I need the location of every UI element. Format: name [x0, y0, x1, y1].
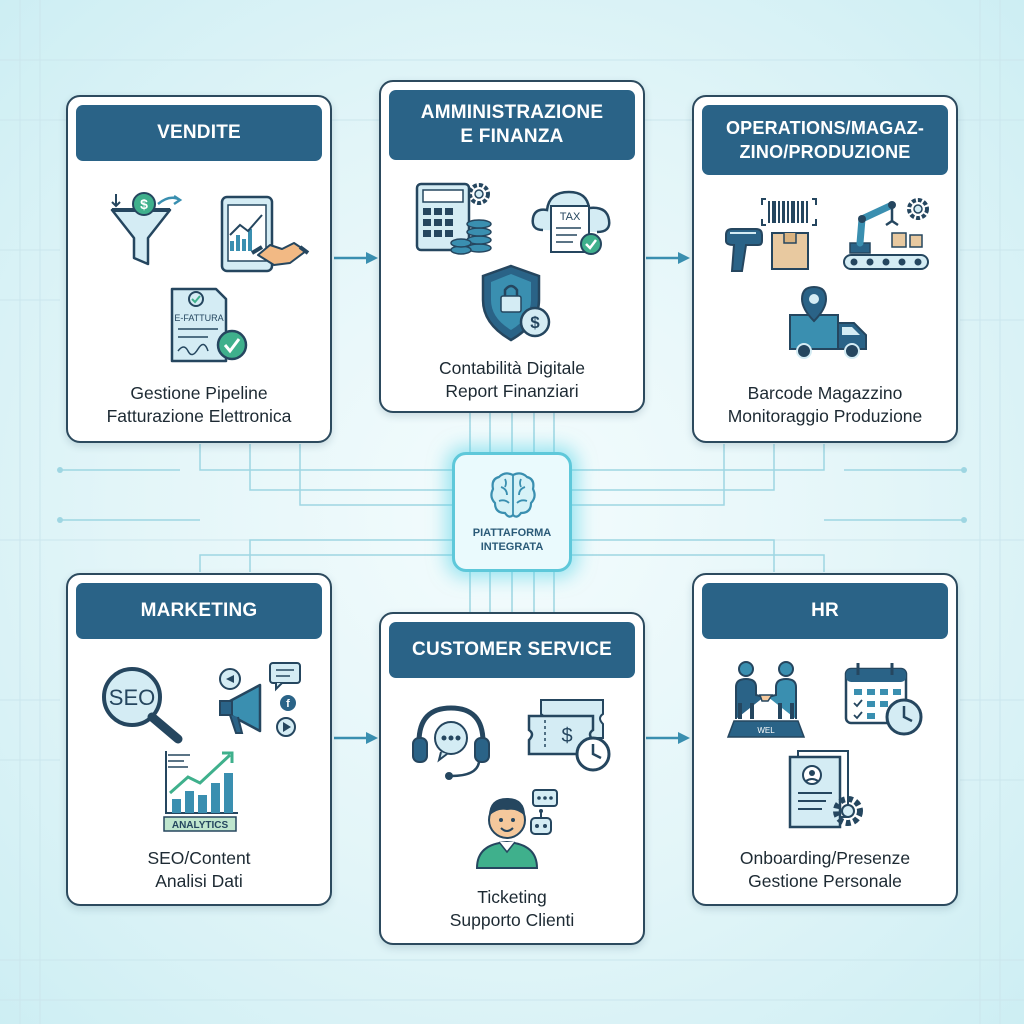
card-header-customer: CUSTOMER SERVICE	[389, 622, 635, 678]
arrow-customer-to-hr	[646, 732, 690, 744]
card-title-line-2: ZINO/PRODUZIONE	[739, 142, 911, 162]
card-title-line-2: E FINANZA	[460, 126, 564, 147]
seo-magnifier-icon: SEO	[102, 667, 183, 744]
invoice-label: E-FATTURA	[174, 313, 223, 323]
tablet-handshake-icon	[220, 195, 310, 273]
desc-line-1: Ticketing	[477, 887, 547, 907]
card-description: Gestione Pipeline Fatturazione Elettroni…	[68, 382, 330, 428]
card-vendite: VENDITE $ E-FATTURA Gestione Pipeline Fa…	[66, 95, 332, 443]
desc-line-1: Onboarding/Presenze	[739, 848, 911, 868]
card-header-marketing: MARKETING	[76, 583, 322, 639]
hub-label-line-1: PIATTAFORMA	[472, 527, 552, 539]
desc-line-2: Analisi Dati	[155, 871, 243, 891]
desc-line-1: Gestione Pipeline	[130, 383, 268, 403]
card-description: Barcode Magazzino Monitoraggio Produzion…	[694, 382, 956, 428]
barcode-scanner-icon	[725, 198, 817, 272]
card-title-line-1: OPERATIONS/MAGAZ-	[725, 118, 925, 138]
card-title: HR	[811, 600, 839, 621]
card-header-hr: HR	[702, 583, 948, 639]
integrated-platform-hub: PIATTAFORMA INTEGRATA	[452, 452, 572, 572]
card-description: SEO/Content Analisi Dati	[68, 847, 330, 893]
desc-line-2: Monitoraggio Produzione	[727, 406, 923, 426]
brain-icon	[490, 472, 536, 518]
svg-text:$: $	[530, 313, 540, 332]
card-hr: HR WEL Onboarding/Presenze G	[692, 573, 958, 906]
megaphone-social-icon: f	[219, 662, 301, 737]
card-header-vendite: VENDITE	[76, 105, 322, 161]
card-title-line-1: AMMINISTRAZIONE	[420, 102, 604, 123]
desc-line-2: Supporto Clienti	[449, 910, 575, 930]
card-marketing: MARKETING SEO f ANALYTICS SEO/Content An…	[66, 573, 332, 906]
card-title: MARKETING	[140, 600, 258, 621]
resume-gear-icon	[788, 750, 863, 829]
calculator-coins-icon	[415, 182, 492, 255]
card-header-amministrazione: AMMINISTRAZIONE E FINANZA	[389, 90, 635, 160]
security-shield-icon: $	[481, 264, 551, 342]
svg-text:f: f	[286, 698, 290, 710]
arrow-marketing-to-customer	[334, 732, 378, 744]
hub-label: PIATTAFORMA INTEGRATA	[455, 526, 569, 554]
handshake-people-icon: WEL	[726, 661, 806, 738]
ticket-clock-icon: $	[527, 699, 611, 772]
svg-text:$: $	[561, 725, 572, 747]
robot-arm-conveyor-icon	[843, 198, 929, 270]
card-title: VENDITE	[157, 122, 241, 143]
support-agent-bot-icon	[475, 789, 558, 869]
analytics-chart-icon: ANALYTICS	[163, 751, 238, 832]
sales-funnel-icon: $	[110, 192, 183, 266]
e-invoice-icon: E-FATTURA	[170, 287, 248, 363]
card-operations: OPERATIONS/MAGAZ- ZINO/PRODUZIONE Barcod…	[692, 95, 958, 443]
seo-label: SEO	[109, 685, 155, 710]
arrow-amministrazione-to-operations	[646, 252, 690, 264]
tax-cloud-icon: TAX	[531, 190, 611, 255]
card-header-operations: OPERATIONS/MAGAZ- ZINO/PRODUZIONE	[702, 105, 948, 175]
desc-line-1: Barcode Magazzino	[747, 383, 903, 403]
hub-label-line-2: INTEGRATA	[480, 541, 544, 553]
tax-label: TAX	[560, 211, 581, 223]
headset-chat-icon	[412, 705, 490, 780]
desc-line-1: SEO/Content	[147, 848, 251, 868]
desc-line-2: Fatturazione Elettronica	[106, 406, 292, 426]
card-description: Contabilità Digitale Report Finanziari	[381, 357, 643, 403]
calendar-clock-icon	[844, 663, 923, 736]
card-description: Onboarding/Presenze Gestione Personale	[694, 847, 956, 893]
card-amministrazione: AMMINISTRAZIONE E FINANZA TAX $	[379, 80, 645, 413]
mat-label: WEL	[757, 726, 775, 735]
card-description: Ticketing Supporto Clienti	[381, 886, 643, 932]
card-customer-service: CUSTOMER SERVICE $ Ticketing Supporto Cl…	[379, 612, 645, 945]
card-title: CUSTOMER SERVICE	[412, 639, 612, 660]
desc-line-2: Report Finanziari	[445, 381, 579, 401]
delivery-truck-icon	[789, 285, 867, 359]
svg-text:$: $	[140, 196, 148, 212]
arrow-vendite-to-amministrazione	[334, 252, 378, 264]
desc-line-1: Contabilità Digitale	[439, 358, 585, 378]
desc-line-2: Gestione Personale	[748, 871, 902, 891]
analytics-label: ANALYTICS	[172, 820, 229, 831]
